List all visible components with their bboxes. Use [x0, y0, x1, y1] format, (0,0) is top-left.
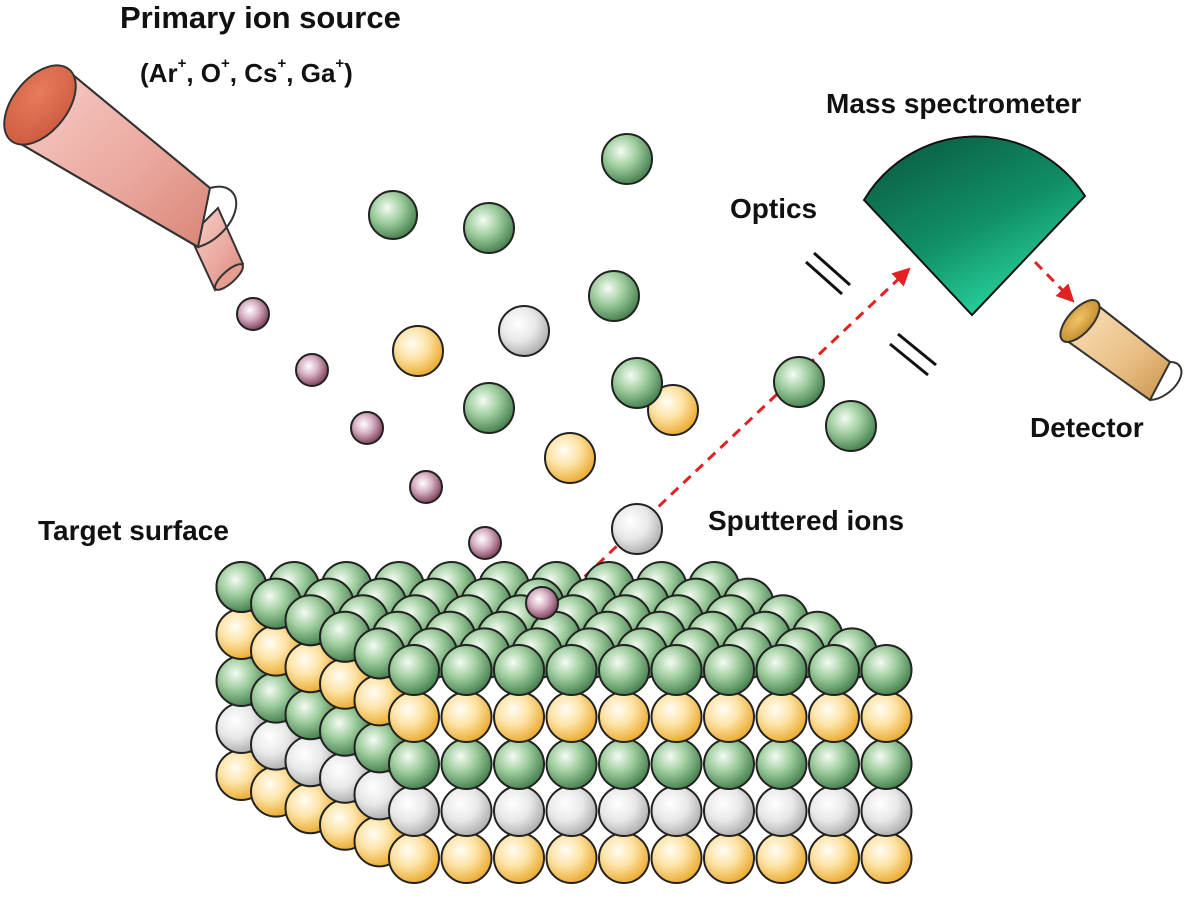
lattice-atom-green: [493, 644, 545, 696]
sputtered-yellow-atom: [647, 384, 699, 436]
lattice-atom-gray: [650, 785, 703, 837]
primary-ion-source-label: Primary ion source: [120, 0, 401, 35]
lattice-atom-yellow: [545, 691, 598, 743]
ion-species: O: [200, 58, 222, 88]
sputtered-ions-label: Sputtered ions: [708, 505, 905, 536]
optics-plates: [805, 251, 937, 377]
lattice-atom-gray: [703, 785, 755, 837]
lattice-atom-green: [755, 738, 808, 790]
lattice-atom-green: [545, 644, 598, 696]
sputtered-green-atom: [601, 133, 653, 185]
lattice-atom-green: [598, 644, 650, 696]
ion-charge: +: [221, 55, 230, 72]
ion-charge: +: [335, 55, 345, 72]
lattice-atom-green: [808, 644, 860, 696]
trajectory-arrows: [558, 260, 1075, 602]
lattice-atom-yellow: [755, 832, 808, 884]
primary-ion: [409, 470, 443, 504]
ion-charge: +: [277, 55, 287, 72]
lattice-atom-green: [598, 738, 650, 790]
lattice-atom-gray: [755, 785, 808, 837]
lattice-atom-yellow: [808, 691, 860, 743]
lattice-atom-gray: [388, 785, 440, 837]
lattice-atom-gray: [808, 785, 860, 837]
primary-ion: [295, 353, 329, 387]
sputtered-green-atom: [825, 400, 877, 452]
sputtered-green-atom: [611, 357, 663, 409]
primary-ion-species-label: (Ar+, O+, Cs+, Ga+): [140, 55, 353, 88]
lattice-atom-yellow: [650, 691, 703, 743]
target-lattice: [215, 561, 913, 884]
sputtered-green-atom: [463, 202, 515, 254]
lattice-atom-yellow: [650, 832, 703, 884]
lattice-atom-green: [703, 644, 755, 696]
lattice-atom-green: [440, 738, 493, 790]
lattice-atom-yellow: [598, 832, 650, 884]
lattice-atom-gray: [440, 785, 493, 837]
lattice-atom-yellow: [440, 691, 493, 743]
lattice-atom-green: [860, 644, 913, 696]
ion-species: Ar: [148, 58, 178, 88]
target-surface-label: Target surface: [38, 515, 229, 546]
detector-label: Detector: [1030, 412, 1144, 443]
lattice-atom-green: [650, 644, 703, 696]
lattice-atom-gray: [860, 785, 913, 837]
optics-label: Optics: [730, 193, 818, 224]
lattice-atom-green: [545, 738, 598, 790]
primary-ion: [236, 297, 270, 331]
lattice-atom-green: [650, 738, 703, 790]
lattice-atom-yellow: [545, 832, 598, 884]
lattice-atom-green: [388, 644, 440, 696]
lattice-atom-yellow: [493, 691, 545, 743]
ion-gun: [3, 64, 245, 292]
lattice-atom-yellow: [860, 832, 913, 884]
lattice-atom-yellow: [493, 832, 545, 884]
lattice-atom-yellow: [388, 691, 440, 743]
lattice-atom-gray: [493, 785, 545, 837]
primary-ion-beam: [236, 297, 502, 560]
sputtered-yellow-atom: [392, 325, 444, 377]
lattice-atom-yellow: [755, 691, 808, 743]
sputtered-green-atom: [463, 382, 515, 434]
lattice-atom-yellow: [598, 691, 650, 743]
ion-species: Cs: [244, 58, 278, 88]
ion-charge: +: [177, 55, 187, 72]
lattice-atom-green: [388, 738, 440, 790]
primary-ion: [350, 411, 384, 445]
ion-species: Ga: [300, 58, 336, 88]
lattice-atom-yellow: [703, 691, 755, 743]
sputtered-green-atom: [588, 270, 640, 322]
ion-gun-nozzle: [188, 206, 245, 292]
lattice-atom-green: [808, 738, 860, 790]
lattice-atom-yellow: [808, 832, 860, 884]
lattice-atom-yellow: [388, 832, 440, 884]
detector-cylinder: [1059, 299, 1183, 402]
lattice-atom-green: [493, 738, 545, 790]
sputtered-green-atom: [773, 356, 825, 408]
lattice-atom-yellow: [860, 691, 913, 743]
lattice-atom-green: [755, 644, 808, 696]
sputtered-ion-trajectory: [558, 267, 911, 602]
detection-trajectory: [1033, 260, 1075, 303]
mass-spectrometer-label: Mass spectrometer: [826, 88, 1082, 119]
sputtered-green-atom: [368, 190, 418, 240]
lattice-atom-green: [703, 738, 755, 790]
lattice-atom-yellow: [703, 832, 755, 884]
lattice-atom-green: [860, 738, 913, 790]
lattice-atom-yellow: [440, 832, 493, 884]
ion-gun-body: [3, 64, 238, 249]
sputtered-particles: [368, 133, 877, 555]
lattice-atom-gray: [598, 785, 650, 837]
mass-spectrometer-sector: [862, 135, 1087, 317]
lattice-atom-gray: [545, 785, 598, 837]
sputtered-yellow-atom: [544, 432, 596, 484]
sputtered-gray-atom: [498, 305, 550, 357]
impacting-primary-ion: [525, 586, 559, 620]
lattice-atom-green: [440, 644, 493, 696]
sputtered-gray-atom: [611, 503, 663, 555]
primary-ion: [468, 526, 502, 560]
